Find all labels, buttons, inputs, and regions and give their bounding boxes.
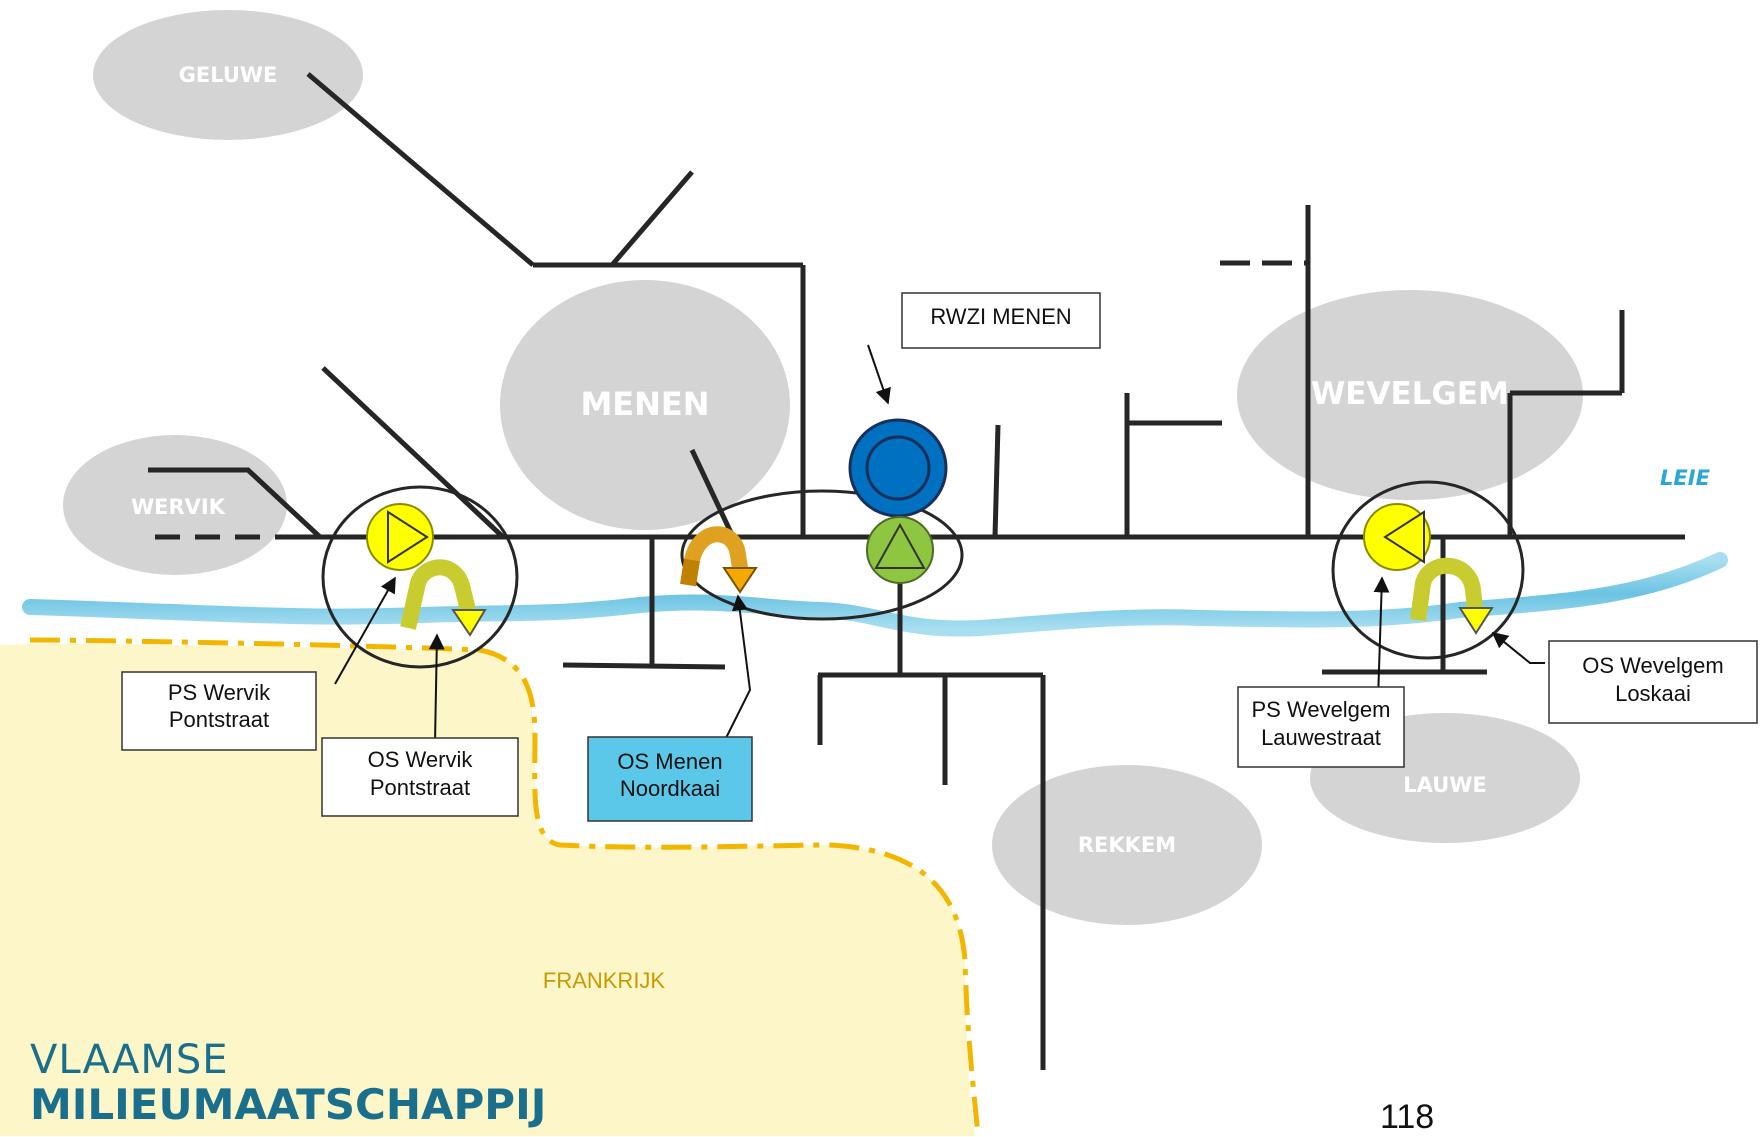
town-menen: MENEN (500, 280, 790, 530)
town-label-rekkem: REKKEM (1078, 833, 1176, 857)
logo-line-1: VLAAMSE (30, 1037, 229, 1083)
svg-text:OS Wevelgem: OS Wevelgem (1582, 653, 1723, 678)
sewer-pipes (148, 72, 1685, 1070)
overflow-arrow-icon-menen (680, 526, 758, 594)
os-menen-label: OS Menen Noordkaai (587, 736, 753, 822)
pump-icon-wevelgem (1363, 503, 1431, 571)
os-wervik-label: OS Wervik Pontstraat (321, 737, 519, 817)
border-line (29, 637, 981, 1136)
town-label-geluwe: GELUWE (179, 63, 278, 87)
rwzi-menen-label: RWZI MENEN (901, 292, 1101, 349)
pump-icon-wervik (366, 503, 434, 571)
svg-text:Loskaai: Loskaai (1615, 681, 1691, 706)
page-number: 118 (1380, 1098, 1435, 1136)
svg-text:Pontstraat: Pontstraat (169, 707, 269, 732)
town-label-lauwe: LAUWE (1403, 773, 1487, 797)
svg-text:PS Wevelgem: PS Wevelgem (1252, 697, 1391, 722)
town-label-wevelgem: WEVELGEM (1311, 376, 1509, 412)
town-wervik: WERVIK (63, 435, 287, 575)
town-geluwe: GELUWE (93, 10, 363, 140)
svg-text:OS Menen: OS Menen (617, 749, 722, 774)
os-wevelgem-label: OS Wevelgem Loskaai (1548, 640, 1758, 724)
logo-line-2: MILIEUMAATSCHAPPIJ (30, 1080, 547, 1129)
country-label: FRANKRIJK (543, 968, 666, 993)
vmm-logo: VLAAMSE MILIEUMAATSCHAPPIJ (30, 1040, 546, 1126)
wervik-station-ring (321, 485, 519, 669)
leader-arrows (334, 344, 1545, 744)
town-label-menen: MENEN (580, 385, 709, 423)
ps-wervik-label: PS Wervik Pontstraat (121, 671, 317, 751)
svg-text:Noordkaai: Noordkaai (620, 776, 720, 801)
svg-text:PS Wervik: PS Wervik (168, 680, 271, 705)
town-rekkem: REKKEM (992, 765, 1262, 925)
ps-wevelgem-label: PS Wevelgem Lauwestraat (1237, 686, 1405, 768)
svg-text:OS Wervik: OS Wervik (368, 747, 474, 772)
overflow-arrow-icon-wevelgem (1410, 557, 1494, 635)
town-wevelgem: WEVELGEM (1237, 290, 1583, 500)
rwzi-menen-icon (848, 418, 948, 584)
overflow-arrow-icon-wervik (400, 559, 487, 637)
svg-text:RWZI MENEN: RWZI MENEN (930, 304, 1071, 329)
france-region (0, 643, 975, 1136)
svg-text:Lauwestraat: Lauwestraat (1261, 725, 1381, 750)
wevelgem-station-ring (1331, 480, 1525, 660)
menen-station-ring (680, 489, 964, 621)
town-label-wervik: WERVIK (131, 495, 226, 519)
svg-text:Pontstraat: Pontstraat (370, 775, 470, 800)
river-label: LEIE (1660, 466, 1711, 490)
